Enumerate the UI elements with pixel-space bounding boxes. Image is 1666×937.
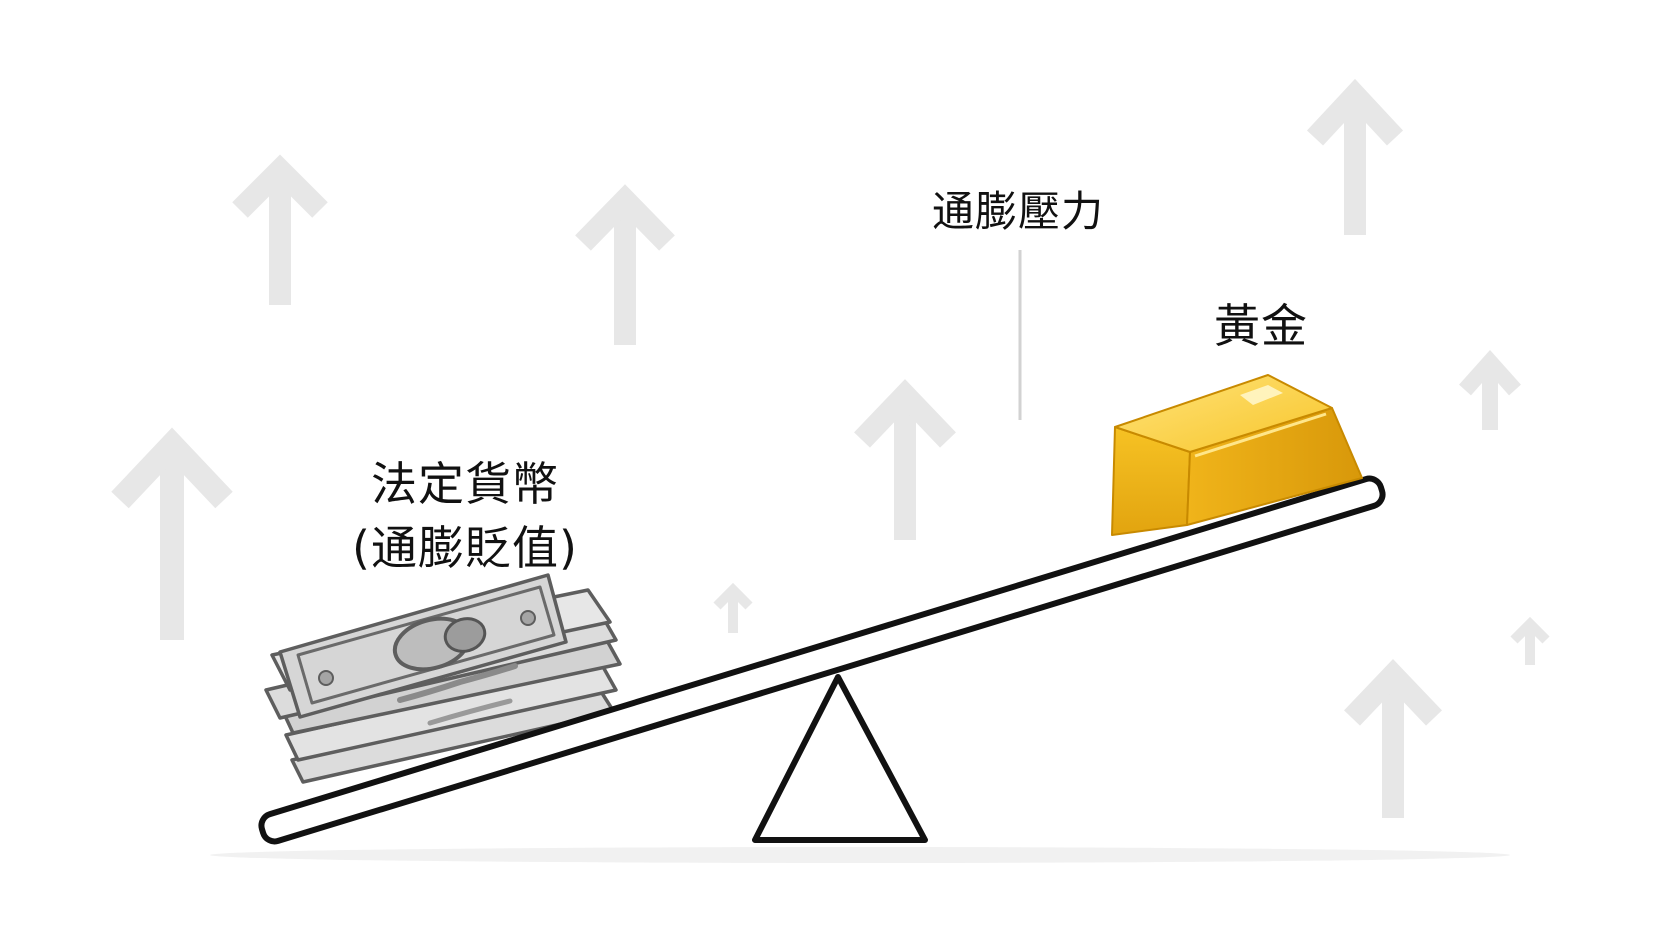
- up-arrow-icon: [1306, 78, 1404, 235]
- up-arrow-icon: [713, 582, 753, 633]
- gold-bar-icon: [1111, 374, 1363, 536]
- up-arrow-icon: [232, 154, 328, 305]
- ground-shadow: [210, 847, 1510, 863]
- seesaw-beam: [258, 475, 1386, 845]
- fiat-currency-subtitle: (通膨貶值): [352, 521, 578, 575]
- fiat-currency-title: 法定貨幣: [370, 457, 559, 511]
- up-arrow-icon: [854, 379, 956, 540]
- banknote-stack-icon: [264, 573, 622, 784]
- up-arrow-icon: [1344, 659, 1442, 818]
- fiat-currency-label: 法定貨幣 (通膨貶值): [352, 452, 578, 580]
- inflation-pressure-label: 通膨壓力: [932, 187, 1105, 236]
- gold-label: 黃金: [1214, 299, 1308, 353]
- up-arrow-icon: [1459, 349, 1521, 430]
- up-arrow-icon: [575, 184, 675, 345]
- fulcrum-triangle: [752, 674, 928, 843]
- up-arrow-icon: [111, 427, 233, 640]
- up-arrow-icon: [1510, 616, 1550, 665]
